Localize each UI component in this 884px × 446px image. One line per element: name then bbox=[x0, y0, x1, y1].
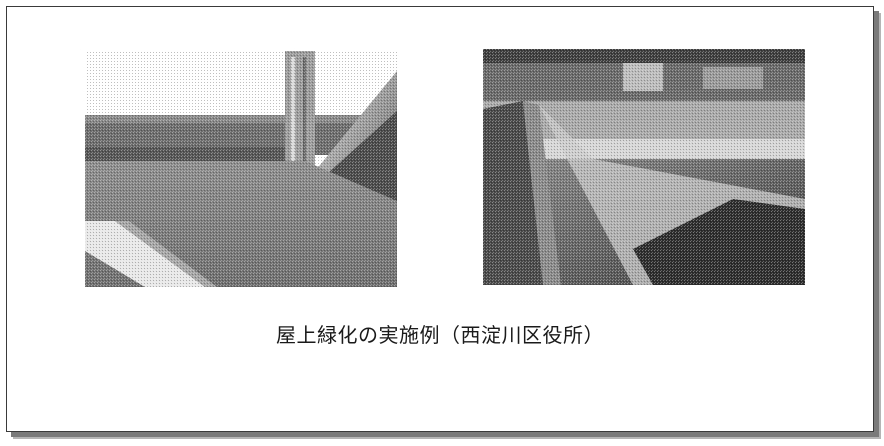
rooftop-garden-photo-left-image bbox=[85, 51, 397, 287]
figure-frame: 屋上緑化の実施例（西淀川区役所） bbox=[6, 6, 874, 432]
figure-caption: 屋上緑化の実施例（西淀川区役所） bbox=[276, 323, 604, 347]
rooftop-garden-photo-right-image bbox=[483, 49, 805, 285]
rooftop-garden-photo-right bbox=[483, 49, 805, 285]
rooftop-garden-photo-left bbox=[85, 51, 397, 287]
